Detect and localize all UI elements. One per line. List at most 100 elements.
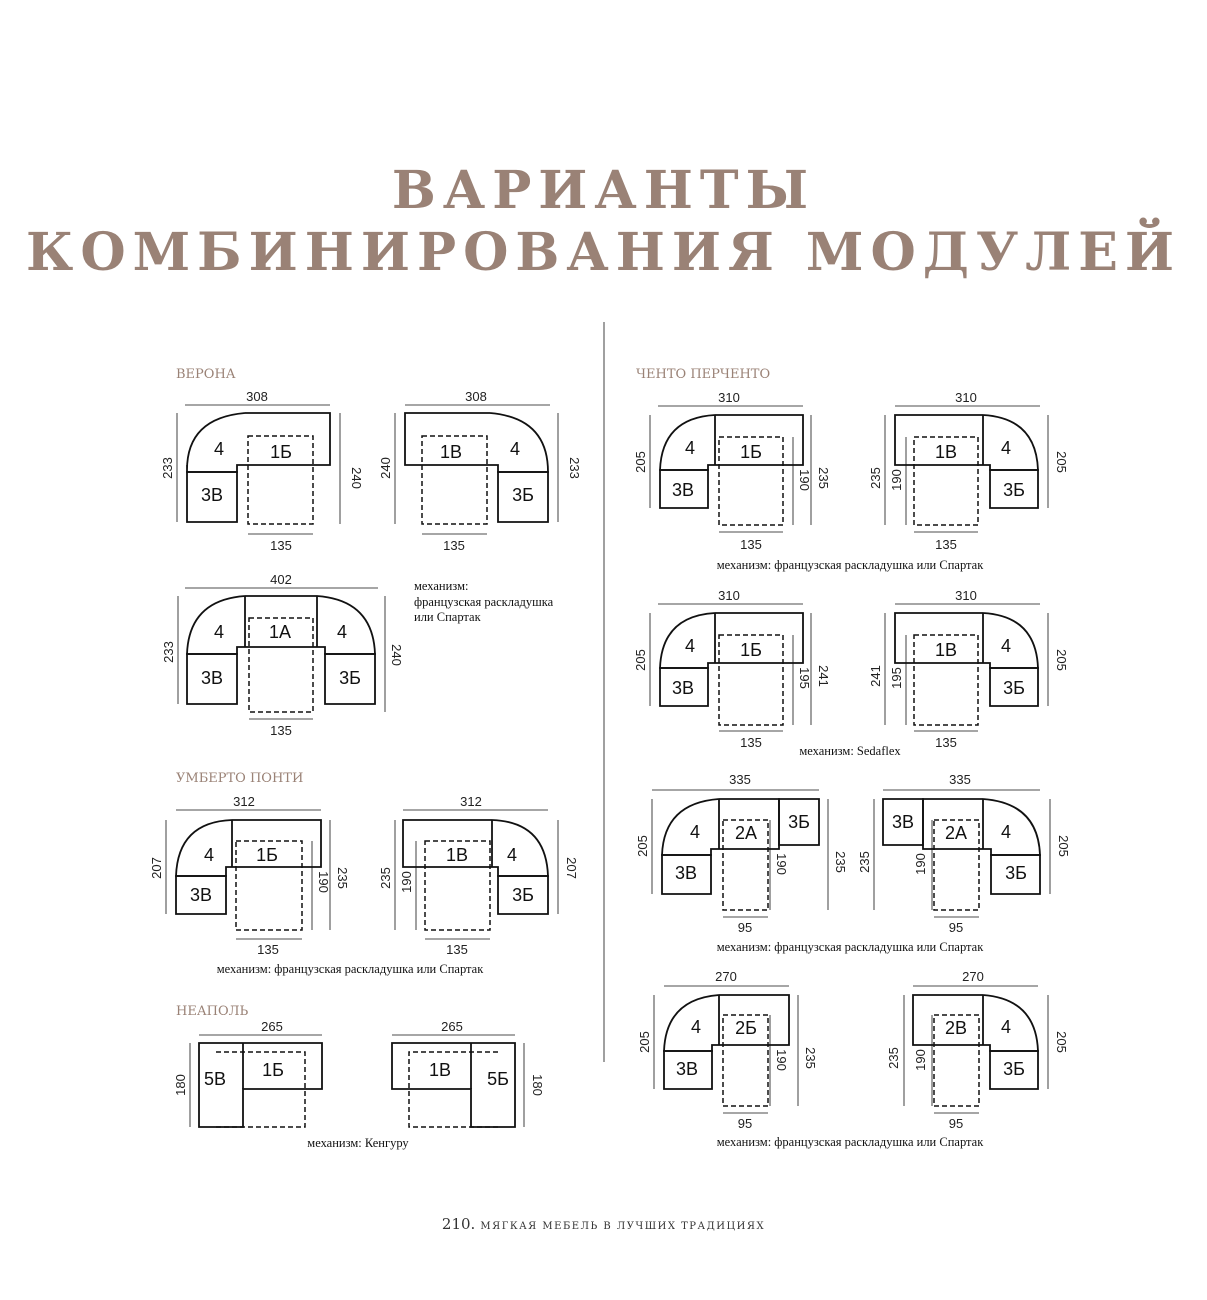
dim-berth-length: 195: [797, 667, 812, 689]
page-title-line-1: ВАРИАНТЫ: [391, 160, 816, 221]
module-label: 3В: [675, 863, 697, 883]
dim-depth-left: 207: [149, 857, 164, 879]
dim-berth-length: 195: [889, 667, 904, 689]
module-label: 3В: [892, 812, 914, 832]
mechanism-note: или Спартак: [414, 610, 482, 624]
dim-width: 310: [718, 390, 740, 405]
verona-layout-2: 308 240 233 135 1В 4 3Б: [378, 389, 582, 553]
dim-depth-right: 235: [816, 467, 831, 489]
dim-depth-left: 205: [633, 649, 648, 671]
dim-width: 310: [955, 588, 977, 603]
module-label: 1В: [935, 640, 957, 660]
dim-width: 312: [233, 794, 255, 809]
mechanism-note: механизм: Sedaflex: [799, 744, 901, 758]
dim-depth-right: 235: [335, 867, 350, 889]
module-label: 4: [690, 822, 700, 842]
module-label: 3В: [201, 485, 223, 505]
module-label: 4: [691, 1017, 701, 1037]
mechanism-note: механизм:: [414, 579, 468, 593]
section-title-cento: ЧЕНТО ПЕРЧЕНТО: [636, 367, 770, 382]
mechanism-note: механизм: французская раскладушка или Сп…: [217, 962, 484, 976]
dim-depth-right: 205: [1054, 649, 1069, 671]
dim-width: 265: [441, 1019, 463, 1034]
umberto-layout-1: 312 207 190 235 135 4 1Б 3В: [149, 794, 350, 957]
module-label: 3Б: [512, 885, 534, 905]
dim-width: 402: [270, 572, 292, 587]
module-label: 1В: [935, 442, 957, 462]
page-number: 210.: [441, 1215, 476, 1233]
module-label: 2А: [735, 823, 757, 843]
module-label: 3В: [672, 480, 694, 500]
dim-berth: 135: [257, 942, 279, 957]
dim-depth-left: 205: [637, 1031, 652, 1053]
dim-berth: 135: [740, 537, 762, 552]
dim-width: 308: [246, 389, 268, 404]
dim-depth: 180: [173, 1074, 188, 1096]
dim-width: 265: [261, 1019, 283, 1034]
module-label: 1В: [429, 1060, 451, 1080]
module-label: 4: [510, 439, 520, 459]
dim-berth: 135: [740, 735, 762, 750]
footer-text: МЯГКАЯ МЕБЕЛЬ В ЛУЧШИХ ТРАДИЦИЯХ: [480, 1221, 766, 1232]
dim-depth-left: 241: [868, 665, 883, 687]
cento-layout-7: 270 205 190 235 95 4 2Б 3В: [637, 969, 818, 1131]
cento-layout-1: 310 205 190 235 135 4 1Б 3В: [633, 390, 831, 552]
dim-berth: 135: [935, 735, 957, 750]
dim-depth-left: 233: [161, 641, 176, 663]
dim-depth: 180: [530, 1074, 545, 1096]
module-label: 3Б: [1003, 480, 1025, 500]
dim-width: 312: [460, 794, 482, 809]
section-title-napoli: НЕАПОЛЬ: [176, 1004, 249, 1019]
module-label: 4: [1001, 1017, 1011, 1037]
cento-layout-2: 310 235 190 205 135 1В 4 3Б механизм: фр…: [717, 390, 1069, 572]
napoli-layout-2: 265 180 1В 5Б механизм: Кенгуру: [307, 1019, 545, 1150]
dim-depth-left: 233: [160, 457, 175, 479]
dim-berth-length: 190: [913, 1049, 928, 1071]
dim-berth: 135: [270, 723, 292, 738]
module-label: 5Б: [487, 1069, 509, 1089]
module-label: 3В: [676, 1059, 698, 1079]
dim-berth: 135: [935, 537, 957, 552]
verona-layout-3: 402 233 240 135 4 1А 4 3В 3Б механизм: ф…: [161, 572, 554, 738]
module-label: 1Б: [270, 442, 292, 462]
cento-layout-6: 335 235 190 205 95 3В 2А 4 3Б механизм: …: [717, 772, 1071, 954]
dim-depth-left: 240: [378, 457, 393, 479]
cento-layout-4: 310 241 195 205 135 1В 4 3Б механизм: Se…: [799, 588, 1069, 758]
module-label: 1Б: [740, 442, 762, 462]
module-label: 4: [507, 845, 517, 865]
dim-berth: 95: [738, 1116, 752, 1131]
dim-berth: 135: [446, 942, 468, 957]
module-label: 3В: [190, 885, 212, 905]
dim-depth-left: 205: [633, 451, 648, 473]
verona-layout-1: 308 233 240 135 4 1Б 3В: [160, 389, 364, 553]
module-label: 3В: [201, 668, 223, 688]
dim-berth: 95: [949, 920, 963, 935]
module-label: 2Б: [735, 1018, 757, 1038]
umberto-layout-2: 312 235 190 207 135 1В 4 3Б механизм: фр…: [217, 794, 579, 976]
dim-depth-left: 235: [378, 867, 393, 889]
module-label: 3Б: [1003, 678, 1025, 698]
dim-berth-length: 190: [774, 1049, 789, 1071]
page-title-line-2: КОМБИНИРОВАНИЯ МОДУЛЕЙ: [26, 222, 1181, 283]
module-label: 3Б: [512, 485, 534, 505]
module-label: 1А: [269, 622, 291, 642]
dim-depth-right: 235: [833, 851, 848, 873]
dim-berth-length: 190: [774, 853, 789, 875]
cento-layout-3: 310 205 195 241 135 4 1Б 3В: [633, 588, 831, 750]
dim-depth-right: 235: [803, 1047, 818, 1069]
module-label: 2В: [945, 1018, 967, 1038]
dim-width: 335: [949, 772, 971, 787]
mechanism-note: механизм: французская раскладушка или Сп…: [717, 940, 984, 954]
dim-width: 310: [955, 390, 977, 405]
dim-depth-left: 235: [886, 1047, 901, 1069]
module-label: 5В: [204, 1069, 226, 1089]
page-footer: 210. МЯГКАЯ МЕБЕЛЬ В ЛУЧШИХ ТРАДИЦИЯХ: [0, 1214, 1207, 1233]
module-label: 4: [204, 845, 214, 865]
module-label: 4: [214, 439, 224, 459]
module-label: 4: [214, 622, 224, 642]
dim-depth-right: 233: [567, 457, 582, 479]
dim-depth-right: 205: [1054, 1031, 1069, 1053]
dim-berth-length: 190: [399, 871, 414, 893]
dim-berth-length: 190: [316, 871, 331, 893]
